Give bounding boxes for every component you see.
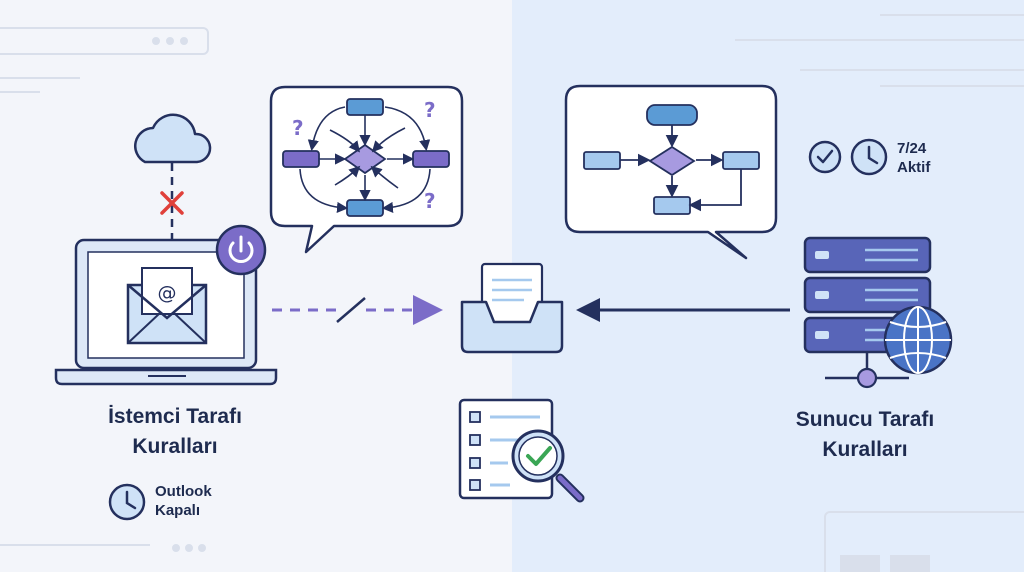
- svg-text:?: ?: [292, 116, 304, 140]
- x-mark-icon: [160, 191, 184, 215]
- server-rules-flow-bubble: [564, 84, 778, 260]
- client-status-line2: Kapalı: [155, 502, 201, 519]
- svg-text:?: ?: [424, 98, 436, 122]
- server-title: Sunucu Tarafı Kuralları: [750, 405, 980, 465]
- clock-icon: [108, 483, 146, 521]
- server-status-line2: Aktif: [897, 159, 931, 176]
- client-status-line1: Outlook: [155, 483, 212, 500]
- checklist-magnifier-icon: [458, 398, 585, 503]
- power-icon: [215, 224, 267, 276]
- client-title-line1: İstemci Tarafı: [108, 405, 242, 428]
- check-icon: [808, 140, 842, 174]
- clock-icon: [850, 138, 888, 176]
- server-status-line1: 7/24: [897, 140, 927, 157]
- server-title-line2: Kuralları: [822, 438, 908, 461]
- globe-icon: [883, 305, 953, 375]
- client-rules-flow-bubble: ? ? ?: [269, 85, 464, 254]
- background-decoration: [0, 14, 1024, 572]
- inbox-tray-icon: [460, 262, 564, 354]
- server-title-line1: Sunucu Tarafı: [795, 408, 935, 431]
- svg-text:?: ?: [424, 189, 436, 213]
- envelope-icon: @: [126, 267, 208, 345]
- client-status: Outlook Kapalı: [155, 482, 212, 520]
- svg-text:@: @: [158, 282, 177, 304]
- client-title: İstemci Tarafı Kuralları: [60, 402, 290, 462]
- server-status: 7/24 Aktif: [897, 139, 930, 177]
- client-title-line2: Kuralları: [132, 435, 218, 458]
- client-to-inbox-arrow: [272, 295, 443, 325]
- cloud-icon: [134, 113, 212, 164]
